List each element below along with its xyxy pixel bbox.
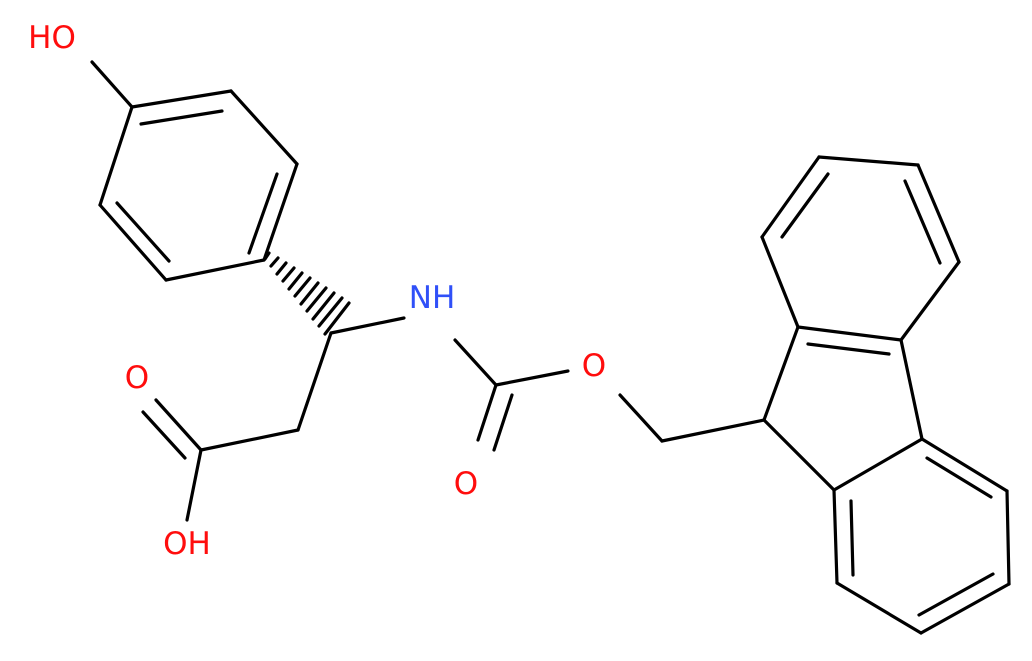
bond-fl-c9a-c4b-inner [806,342,891,356]
bond-nh-carbamate [453,338,498,387]
bond-fl-c4a-c8a [832,437,924,492]
bond-ring-a-5-inner [115,201,171,263]
bond-ring-a-4 [164,258,266,282]
atom-label-ester-o: O [582,348,606,384]
hash-9 [311,291,336,321]
hash-2 [269,256,280,268]
bond-fl-up-3 [817,155,920,167]
hash-6 [293,276,312,298]
hash-10 [317,296,344,328]
bond-ring-a-1 [130,89,233,109]
bond-fl-c9-c9a [762,325,800,422]
bond-ring-a-3-inner [247,172,279,255]
bond-cooh-dbl-a [154,398,203,452]
bond-fl-lo-3 [919,582,1011,635]
bond-ch-nh [329,316,406,335]
atom-label-acid-oh: OH [163,526,211,562]
bond-phenol-o-c1 [90,60,134,109]
bond-fl-lo-4 [835,581,923,635]
bond-ch2-fluorenyl [660,418,766,443]
atom-label-carbamate-carbonyl-o: O [454,466,478,502]
hashed-wedge-bond [263,251,351,336]
bond-carbamate-dbl-a [476,383,498,442]
hash-3 [275,261,288,276]
bond-carbamate-o [494,369,570,387]
bond-ch2-cooh [199,428,300,452]
bond-ring-a-5 [98,203,168,282]
bond-fl-lo-1-inner [925,456,993,499]
bond-cooh-dbl-b [141,410,187,460]
bond-carbamate-dbl-b [492,393,514,452]
bond-cooh-oh [185,448,203,522]
bond-ring-a-2 [229,89,299,166]
bond-fl-up-4-inner [903,179,942,265]
hash-5 [287,271,304,291]
hash-8 [305,286,328,313]
hash-4 [281,266,296,283]
atom-label-phenol-oh: HO [28,20,76,56]
bond-fl-lo-3-inner [917,572,995,617]
atom-label-amine-nh: NH [409,280,456,316]
bond-fl-lo-1 [920,437,1009,493]
hash-1 [263,251,271,261]
bond-fl-up-5 [899,260,961,342]
atom-labels: HO NH O O O OH [28,20,606,562]
bond-fl-c9a-c4b [796,325,903,342]
bond-fl-lo-2 [1005,489,1011,586]
bond-fl-up-2 [760,155,821,239]
atom-label-acid-carbonyl-o: O [125,360,149,396]
bond-fl-c4b-c4a [899,338,924,441]
bond-fl-up-1 [760,235,800,329]
bond-fl-lo-5 [832,488,839,585]
bond-fl-c9-c8a [762,418,836,492]
fluorenyl-group [760,155,1011,635]
hash-7 [299,281,320,306]
backbone-bonds [141,316,766,522]
bond-ring-a-3 [262,162,299,262]
bond-ring-a-1-inner [139,109,224,126]
bond-o-ch2 [618,393,664,443]
bond-fl-up-4 [916,163,961,264]
bond-fl-up-2-inner [780,172,830,239]
hydroxyphenyl-ring [90,60,299,282]
hash-11 [323,301,351,336]
bond-ring-a-6 [98,105,134,207]
bond-fl-lo-5-inner [849,499,855,577]
bond-ch-ch2 [296,331,333,432]
